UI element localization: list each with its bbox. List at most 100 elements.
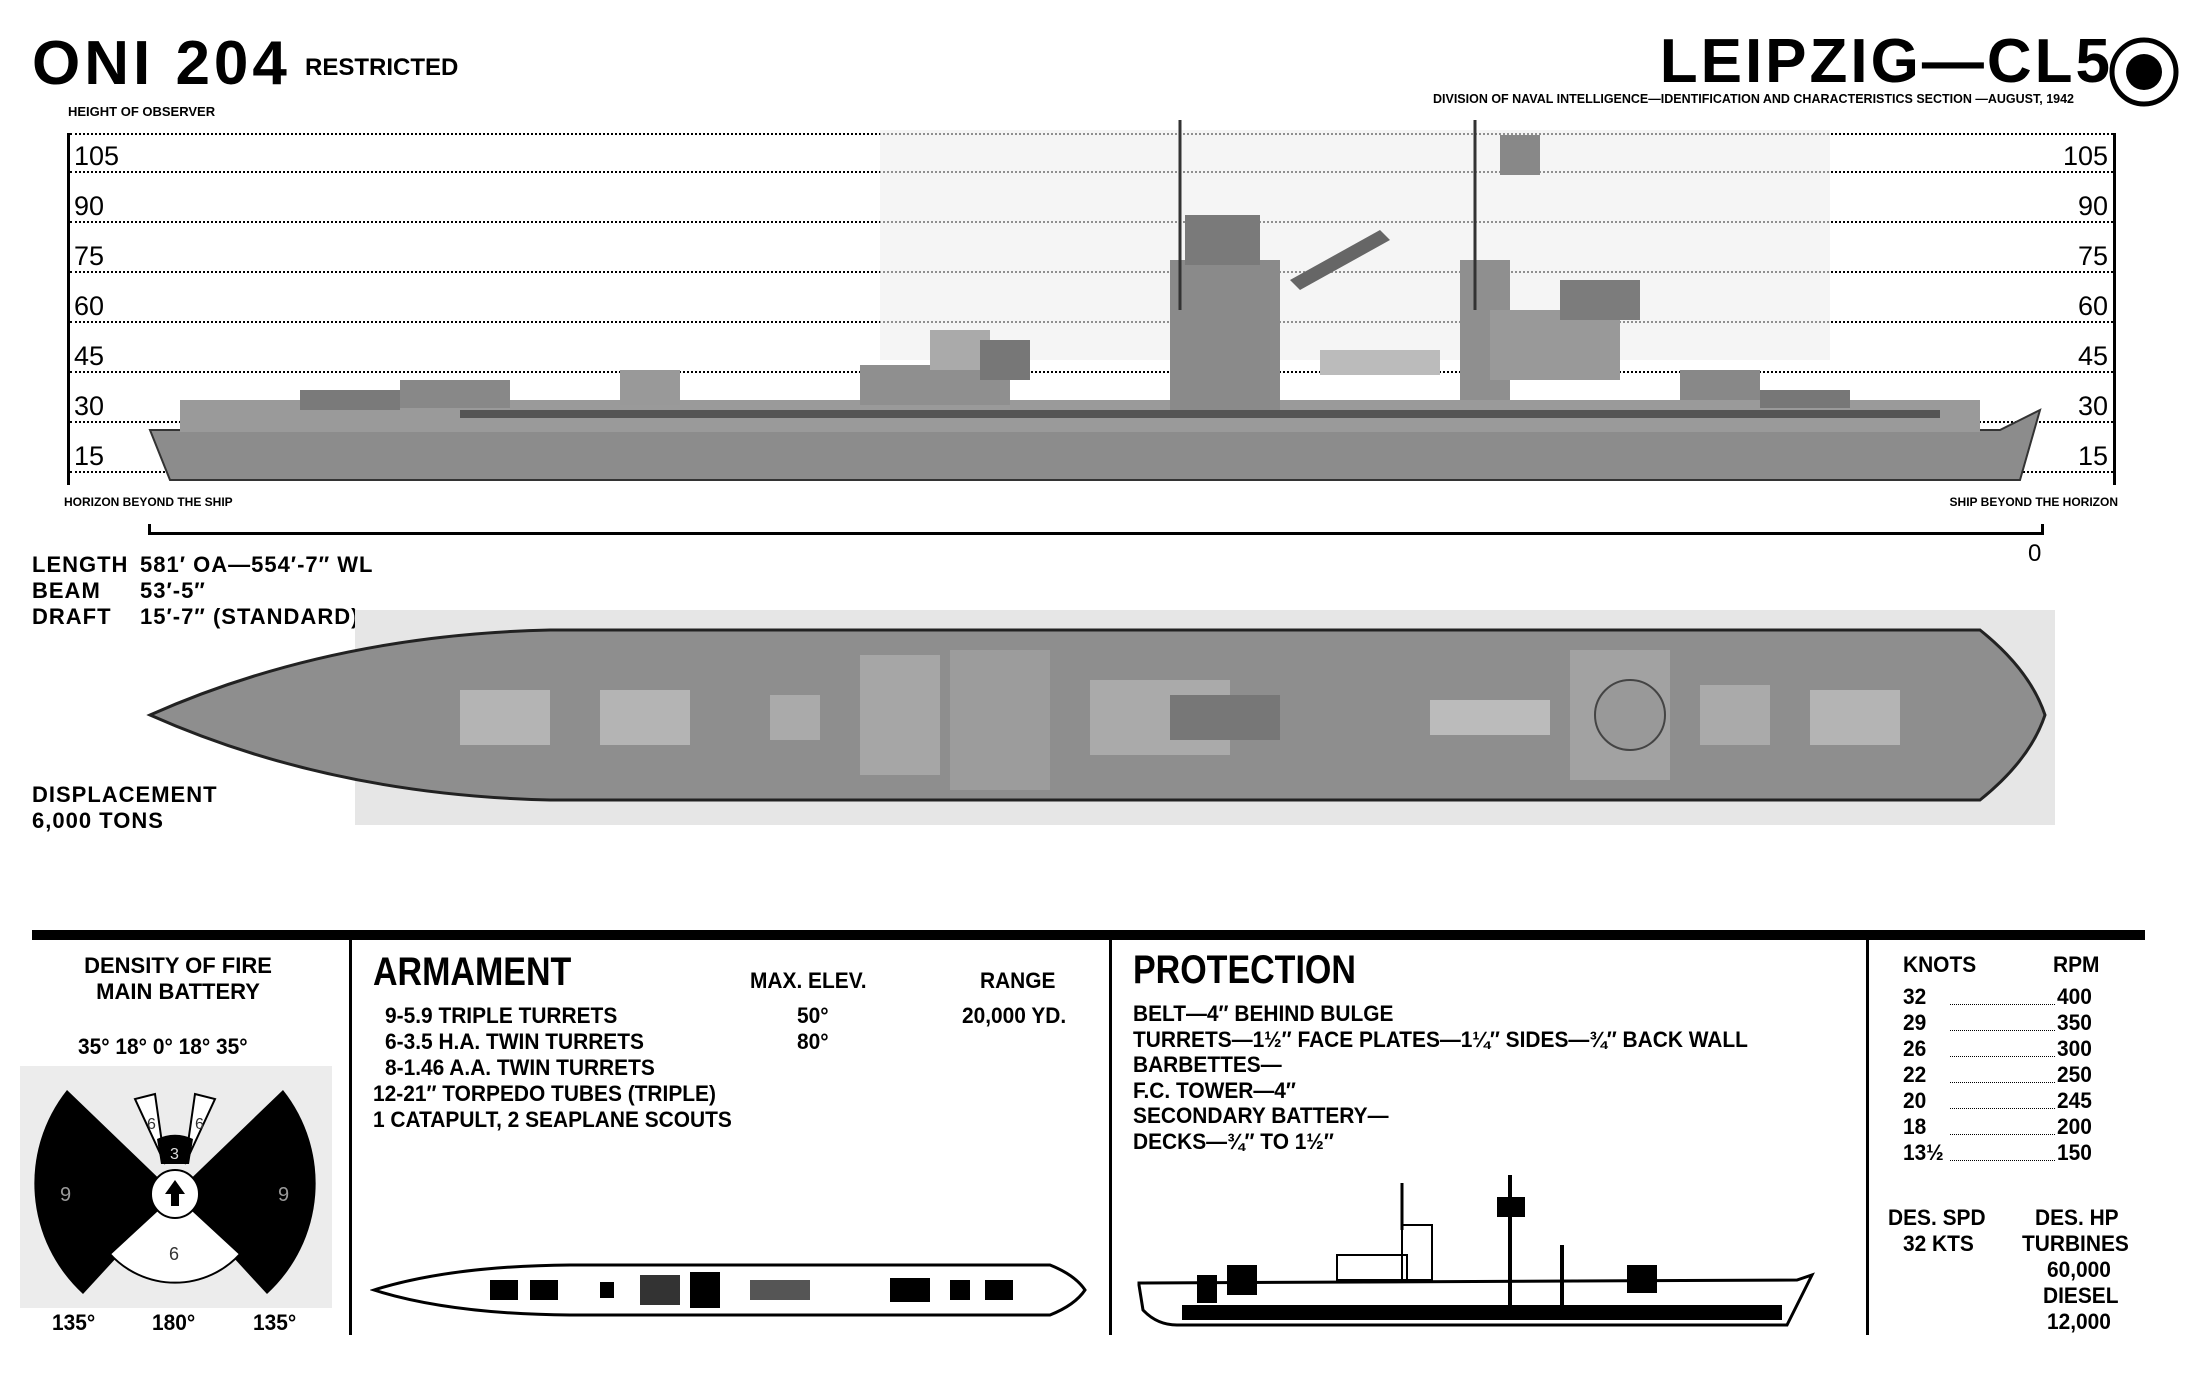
speed-row-rpm: 400 <box>2057 984 2092 1009</box>
speed-row-knots: 20 <box>1903 1088 1927 1113</box>
height-mark-right: 45 <box>2077 341 2108 371</box>
document-number: ONI 204 <box>32 29 291 98</box>
height-of-observer-label: HEIGHT OF OBSERVER <box>68 104 216 119</box>
diesel-label: DIESEL <box>2043 1283 2119 1308</box>
speed-row-leader <box>1950 1030 2055 1031</box>
column-divider <box>349 940 352 1335</box>
density-top-angles: 35° 18° 0° 18° 35° <box>78 1034 248 1059</box>
speed-row-rpm: 200 <box>2057 1114 2092 1139</box>
height-mark-left: 15 <box>74 441 105 471</box>
column-divider <box>1866 940 1869 1335</box>
scale-zero-label: 0 <box>2028 540 2042 567</box>
speed-row-leader <box>1950 1056 2055 1057</box>
speed-row-knots: 26 <box>1903 1036 1927 1061</box>
height-mark-left: 75 <box>74 241 105 271</box>
turbines-label: TURBINES <box>2022 1231 2129 1256</box>
protection-row: TURRETS—1½″ FACE PLATES—1¼″ SIDES—¾″ BAC… <box>1133 1026 1748 1052</box>
sector-label-astern: 6 <box>169 1244 179 1264</box>
speed-row-knots: 13½ <box>1903 1140 1944 1165</box>
speed-row-leader <box>1950 1160 2055 1161</box>
knots-header: KNOTS <box>1903 952 1977 977</box>
sector-label-fwd-right: 6 <box>195 1116 204 1133</box>
protection-row: DECKS—¾″ TO 1½″ <box>1133 1129 1334 1154</box>
speed-row-leader <box>1950 1082 2055 1083</box>
division-line: DIVISION OF NAVAL INTELLIGENCE—IDENTIFIC… <box>1432 92 2074 106</box>
sector-label-fwd-left: 6 <box>147 1116 156 1133</box>
protection-row: F.C. TOWER—4″ <box>1133 1077 1296 1103</box>
armament-title: ARMAMENT <box>373 950 572 994</box>
height-mark-left: 90 <box>74 191 105 221</box>
protection-row: BELT—4″ BEHIND BULGE <box>1133 1001 1394 1026</box>
speed-row-rpm: 150 <box>2057 1140 2092 1165</box>
sector-label-ahead: 3 <box>170 1146 179 1163</box>
density-title-line2: MAIN BATTERY <box>96 979 260 1004</box>
angle-135-right: 135° <box>253 1310 297 1335</box>
column-divider <box>1109 940 1112 1335</box>
height-mark-left: 105 <box>74 141 120 171</box>
armament-row-range: 20,000 YD. <box>962 1003 1067 1028</box>
armament-row-item: 9-5.9 TRIPLE TURRETS <box>385 1003 618 1028</box>
speed-row-leader <box>1950 1108 2055 1109</box>
height-mark-right: 105 <box>2062 141 2108 171</box>
speed-row-knots: 18 <box>1903 1114 1927 1139</box>
armament-row-item: 1 CATAPULT, 2 SEAPLANE SCOUTS <box>373 1107 732 1132</box>
sector-label-right: 9 <box>278 1184 289 1206</box>
armament-row-elev: 50° <box>797 1003 829 1028</box>
protection-row: BARBETTES— <box>1133 1052 1282 1078</box>
armament-row-item: 12-21″ TORPEDO TUBES (TRIPLE) <box>373 1081 716 1106</box>
angle-135-left: 135° <box>52 1310 96 1335</box>
speed-row-leader <box>1950 1004 2055 1005</box>
diesel-value: 12,000 <box>2047 1309 2111 1334</box>
height-mark-right: 90 <box>2077 191 2108 221</box>
horizon-beyond-ship-label: HORIZON BEYOND THE SHIP <box>64 495 233 509</box>
protection-profile-diagram <box>1137 1175 1815 1327</box>
angle-180: 180° <box>152 1310 196 1335</box>
displacement-value: 6,000 TONS <box>32 808 164 833</box>
density-title-line1: DENSITY OF FIRE <box>84 953 272 978</box>
section-divider <box>32 930 2145 940</box>
speed-row-leader <box>1950 1134 2055 1135</box>
armament-col-elev: MAX. ELEV. <box>750 968 867 993</box>
length-scale-bar <box>148 524 2044 535</box>
height-mark-right: 30 <box>2077 391 2108 421</box>
armament-row-item: 6-3.5 H.A. TWIN TURRETS <box>385 1029 644 1054</box>
turbines-value: 60,000 <box>2047 1257 2111 1282</box>
ship-top-view-image <box>146 610 2055 825</box>
protection-row: SECONDARY BATTERY— <box>1133 1103 1389 1129</box>
height-scale-right-axis <box>2113 133 2116 485</box>
height-mark-left: 45 <box>74 341 105 371</box>
ship-beyond-horizon-label: SHIP BEYOND THE HORIZON <box>1949 495 2118 509</box>
beam-value: 53′-5″ <box>140 578 206 603</box>
rpm-header: RPM <box>2053 952 2100 977</box>
speed-row-knots: 32 <box>1903 984 1927 1009</box>
height-mark-left: 60 <box>74 291 105 321</box>
height-mark-right: 15 <box>2077 441 2108 471</box>
height-mark-right: 60 <box>2077 291 2108 321</box>
length-label: LENGTH <box>32 552 129 577</box>
density-of-fire-diagram: 9 9 6 6 3 6 <box>20 1066 332 1308</box>
armament-row-item: 8-1.46 A.A. TWIN TURRETS <box>385 1055 655 1080</box>
speed-row-rpm: 350 <box>2057 1010 2092 1035</box>
classification-label: RESTRICTED <box>305 54 459 81</box>
speed-row-rpm: 300 <box>2057 1036 2092 1061</box>
armament-plan-diagram <box>370 1263 1087 1317</box>
sector-label-left: 9 <box>60 1184 71 1206</box>
des-hp-label: DES. HP <box>2035 1205 2119 1230</box>
ship-heading-arrow-icon <box>165 1180 185 1206</box>
draft-label: DRAFT <box>32 604 112 629</box>
protection-title: PROTECTION <box>1133 948 1356 992</box>
height-mark-right: 75 <box>2077 241 2108 271</box>
draft-value: 15′-7″ (STANDARD) <box>140 604 360 629</box>
ship-title: LEIPZIG—CL5 <box>1659 27 2113 96</box>
speed-row-knots: 29 <box>1903 1010 1927 1035</box>
displacement-label: DISPLACEMENT <box>32 782 218 807</box>
speed-row-knots: 22 <box>1903 1062 1927 1087</box>
speed-row-rpm: 250 <box>2057 1062 2092 1087</box>
speed-row-rpm: 245 <box>2057 1088 2092 1113</box>
des-spd-label: DES. SPD <box>1888 1205 1986 1230</box>
height-scale-left-axis <box>67 133 70 485</box>
armament-col-range: RANGE <box>980 968 1056 993</box>
height-mark-left: 30 <box>74 391 105 421</box>
length-value: 581′ OA—554′-7″ WL <box>140 552 374 577</box>
ship-side-profile-image <box>148 120 2042 481</box>
